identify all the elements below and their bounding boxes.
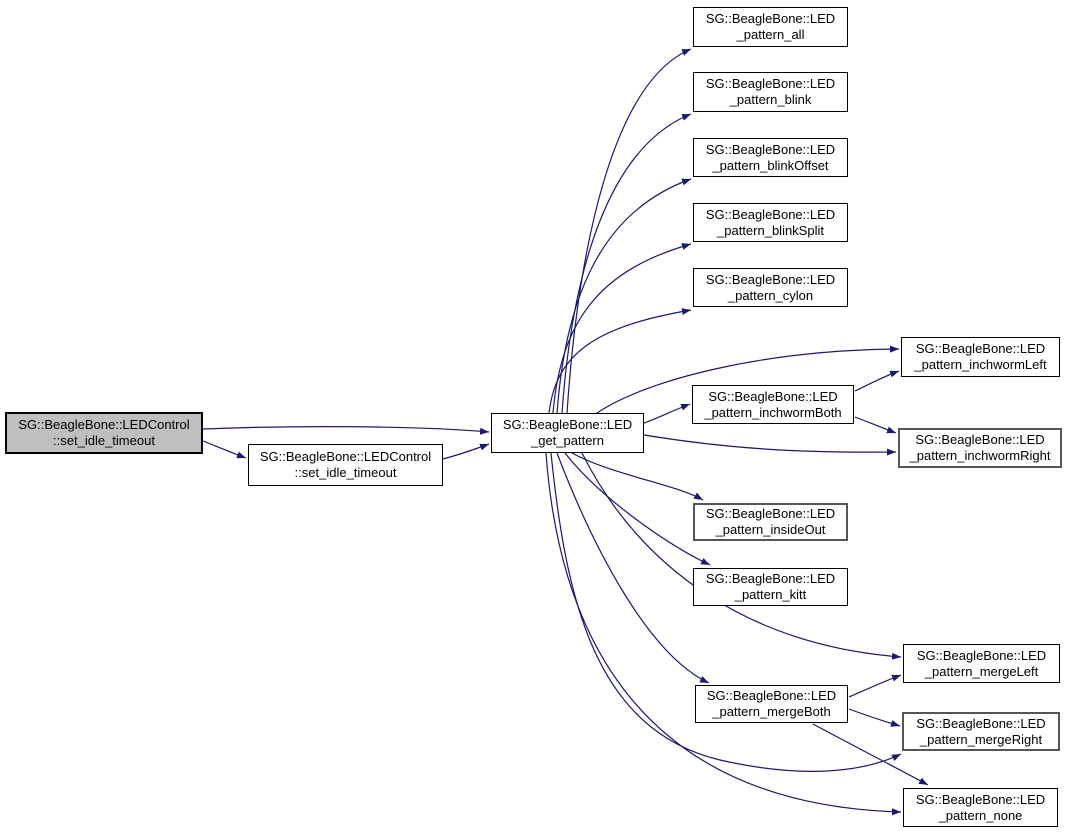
edge-get-pattern-to-pattern-inchwormleft xyxy=(596,345,900,414)
node-label-line1: SG::BeagleBone::LED xyxy=(705,506,836,521)
node-label-line2: _pattern_none xyxy=(938,807,1023,823)
node-pattern-insideout[interactable]: SG::BeagleBone::LED _pattern_insideOut xyxy=(693,503,848,541)
node-label-line2: ::set_idle_timeout xyxy=(294,465,397,480)
node-get-pattern[interactable]: SG::BeagleBone::LED _get_pattern xyxy=(491,413,644,453)
node-label-line2: _pattern_kitt xyxy=(734,587,807,602)
node-label-line2: _pattern_mergeBoth xyxy=(712,704,831,719)
edge-get-pattern-to-pattern-mergeright xyxy=(550,452,902,772)
node-pattern-inchwormright[interactable]: SG::BeagleBone::LED _pattern_inchwormRig… xyxy=(898,428,1062,468)
node-label-line2: _pattern_all xyxy=(736,27,805,42)
edge-get-pattern-to-pattern-insideout xyxy=(571,452,704,501)
node-label-line1: SG::BeagleBone::LED xyxy=(708,388,838,404)
node-label-line2: _pattern_mergeRight xyxy=(919,731,1043,747)
edge-get-pattern-to-pattern-blinksplit xyxy=(552,243,692,414)
edge-get-pattern-to-pattern-none xyxy=(545,452,902,816)
node-label-line1: SG::BeagleBone::LED xyxy=(706,688,837,703)
node-label-line2: _pattern_blinkSplit xyxy=(717,222,824,238)
node-label-line1: SG::BeagleBone::LED xyxy=(915,432,1045,447)
node-pattern-inchwormboth[interactable]: SG::BeagleBone::LED _pattern_inchwormBot… xyxy=(692,385,854,424)
edge-inchwormboth-to-inchwormright xyxy=(854,416,897,434)
node-label-line1: SG::BeagleBone::LED xyxy=(705,271,836,287)
node-label-line1: SG::BeagleBone::LED xyxy=(705,141,836,157)
edge-mergeboth-to-mergeleft xyxy=(848,674,902,698)
node-pattern-all[interactable]: SG::BeagleBone::LED _pattern_all xyxy=(693,7,848,47)
node-label-line1: SG::BeagleBone::LED xyxy=(705,206,836,222)
node-label-line2: _pattern_mergeLeft xyxy=(924,663,1039,679)
node-label-line2: _pattern_insideOut xyxy=(715,522,826,537)
edge-get-pattern-to-pattern-inchwormright xyxy=(643,434,897,456)
node-label-line1: SG::BeagleBone::LEDControl xyxy=(18,417,190,432)
edge-get-pattern-to-pattern-all xyxy=(566,48,692,414)
edge-get-pattern-to-pattern-inchwormboth xyxy=(643,403,691,424)
node-pattern-blink[interactable]: SG::BeagleBone::LED _pattern_blink xyxy=(693,72,848,112)
node-label-line1: SG::BeagleBone::LED xyxy=(916,647,1047,663)
node-pattern-blinkoffset[interactable]: SG::BeagleBone::LED _pattern_blinkOffset xyxy=(693,138,848,177)
node-label-line1: SG::BeagleBone::LEDControl xyxy=(259,449,432,464)
node-pattern-mergeboth[interactable]: SG::BeagleBone::LED _pattern_mergeBoth xyxy=(695,685,848,723)
node-label-line2: _pattern_inchwormLeft xyxy=(914,357,1047,372)
edge-get-pattern-to-pattern-cylon xyxy=(548,308,692,414)
node-label-line1: SG::BeagleBone::LED xyxy=(915,791,1046,807)
edge-mergeboth-to-mergeright xyxy=(848,708,901,727)
node-label-line1: SG::BeagleBone::LED xyxy=(915,341,1046,356)
node-pattern-kitt[interactable]: SG::BeagleBone::LED _pattern_kitt xyxy=(693,568,848,606)
edge-inchwormboth-to-inchwormleft xyxy=(854,370,900,392)
edge-current-to-get-pattern xyxy=(202,426,490,435)
node-label-line2: _pattern_cylon xyxy=(727,287,814,303)
node-pattern-inchwormleft[interactable]: SG::BeagleBone::LED _pattern_inchwormLef… xyxy=(901,337,1060,377)
edge-get-pattern-to-pattern-blinkoffset xyxy=(556,178,692,414)
node-pattern-mergeleft[interactable]: SG::BeagleBone::LED _pattern_mergeLeft xyxy=(903,644,1060,683)
node-label-line1: SG::BeagleBone::LED xyxy=(705,11,836,26)
node-label-line2: _pattern_inchwormRight xyxy=(909,448,1051,463)
node-pattern-none[interactable]: SG::BeagleBone::LED _pattern_none xyxy=(903,788,1058,827)
node-label-line2: _get_pattern xyxy=(530,433,604,448)
edge-get-pattern-to-pattern-mergeleft xyxy=(581,452,902,660)
node-label-line1: SG::BeagleBone::LED xyxy=(916,715,1046,731)
edge-get-pattern-to-pattern-kitt xyxy=(564,452,711,566)
edge-set-idle-timeout-to-get-pattern xyxy=(442,443,490,460)
node-label-line1: SG::BeagleBone::LED xyxy=(502,417,633,432)
node-set-idle-timeout[interactable]: SG::BeagleBone::LEDControl ::set_idle_ti… xyxy=(248,444,443,486)
node-label-line2: _pattern_blinkOffset xyxy=(712,157,829,173)
node-label-line1: SG::BeagleBone::LED xyxy=(705,571,836,586)
edge-mergeboth-to-none xyxy=(812,723,929,786)
edge-get-pattern-to-pattern-mergeboth xyxy=(556,452,710,684)
node-pattern-mergeright[interactable]: SG::BeagleBone::LED _pattern_mergeRight xyxy=(902,712,1060,751)
node-label-line1: SG::BeagleBone::LED xyxy=(705,76,836,91)
node-set-idle-timeout-current[interactable]: SG::BeagleBone::LEDControl ::set_idle_ti… xyxy=(5,412,203,454)
node-label-line2: _pattern_inchwormBoth xyxy=(704,404,842,420)
edge-current-to-set-idle-timeout xyxy=(202,440,247,459)
node-label-line2: ::set_idle_timeout xyxy=(53,433,155,448)
edge-get-pattern-to-pattern-blink xyxy=(561,113,692,414)
node-pattern-blinksplit[interactable]: SG::BeagleBone::LED _pattern_blinkSplit xyxy=(693,203,848,242)
node-label-line2: _pattern_blink xyxy=(729,92,812,107)
node-pattern-cylon[interactable]: SG::BeagleBone::LED _pattern_cylon xyxy=(693,268,848,307)
